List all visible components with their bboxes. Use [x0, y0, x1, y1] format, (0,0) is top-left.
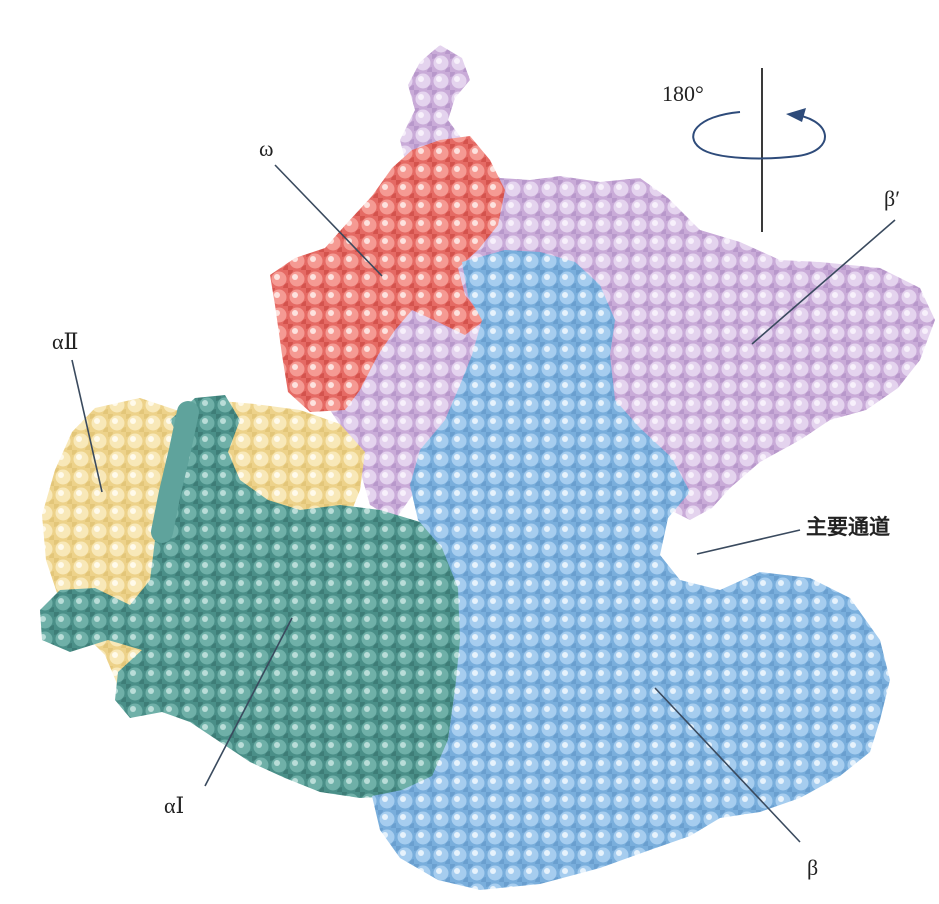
main-channel-leader-line: [696, 529, 801, 555]
alpha-two-label: αⅡ: [52, 329, 79, 354]
beta-subunit: [372, 250, 890, 890]
leader-lines: [71, 164, 896, 843]
alpha-one-strand: [151, 401, 199, 543]
omega-subunit: [270, 136, 505, 412]
omega-leader-line: [274, 164, 383, 277]
alpha-one-label: αⅠ: [164, 793, 185, 818]
beta-prime-label: β′: [884, 186, 901, 211]
beta-prime-leader-line: [751, 219, 896, 345]
alpha-two-leader-line: [71, 359, 103, 493]
beta-leader-line: [654, 687, 801, 843]
alpha-one-leader-line: [204, 617, 293, 787]
beta-label: β: [807, 855, 819, 880]
main-channel-label: 主要通道: [806, 515, 890, 539]
rotation-arrow-icon: [692, 68, 826, 232]
rotation-label: 180°: [662, 81, 704, 106]
alpha-one-subunit: [40, 395, 462, 798]
omega-label: ω: [259, 136, 274, 161]
